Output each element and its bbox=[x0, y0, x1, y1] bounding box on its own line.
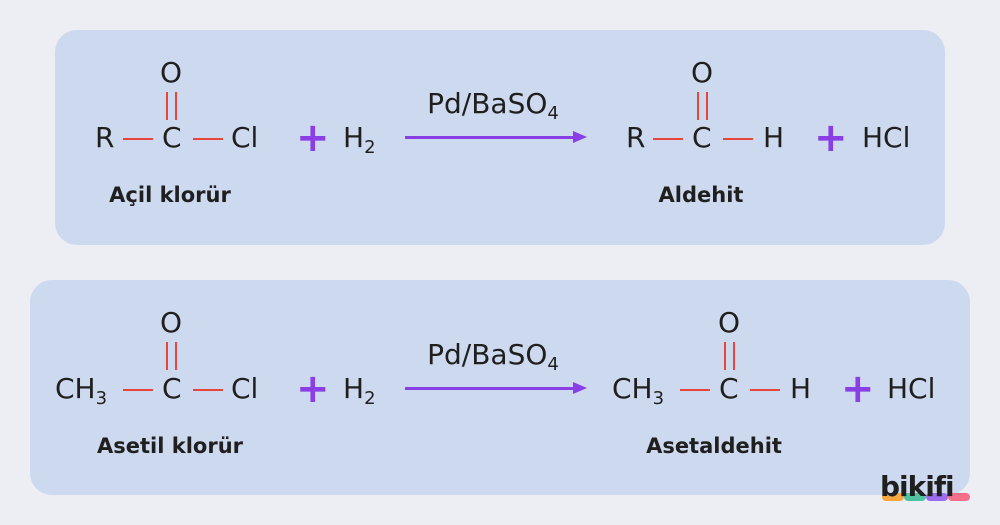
single-bond bbox=[723, 138, 753, 140]
plus-sign: + bbox=[296, 115, 330, 161]
hydrogen-molecule: H2 bbox=[343, 372, 376, 409]
carbon-atom: C bbox=[162, 372, 182, 405]
methyl-group: CH3 bbox=[612, 372, 665, 409]
product-label: Asetaldehit bbox=[646, 434, 782, 458]
arrow-head-icon bbox=[573, 131, 587, 143]
reaction-arrow bbox=[405, 136, 575, 139]
hcl-molecule: HCl bbox=[862, 121, 911, 154]
logo-bar bbox=[882, 493, 904, 501]
carbon-atom: C bbox=[162, 121, 182, 154]
carbon-atom: C bbox=[719, 372, 739, 405]
hydrogen-atom: H bbox=[763, 121, 785, 154]
chlorine-atom: Cl bbox=[231, 372, 259, 405]
double-bond-line bbox=[697, 92, 699, 120]
logo-bar bbox=[948, 493, 970, 501]
single-bond bbox=[750, 389, 780, 391]
double-bond-line bbox=[706, 92, 708, 120]
chlorine-atom: Cl bbox=[231, 121, 259, 154]
oxygen-atom: O bbox=[718, 306, 741, 339]
r-group: R bbox=[626, 121, 646, 154]
oxygen-atom: O bbox=[160, 306, 183, 339]
double-bond-line bbox=[166, 92, 168, 120]
bikifi-logo: bikifi bbox=[880, 470, 955, 503]
oxygen-atom: O bbox=[160, 56, 183, 89]
carbon-atom: C bbox=[692, 121, 712, 154]
double-bond-line bbox=[724, 342, 726, 370]
hcl-molecule: HCl bbox=[887, 372, 936, 405]
plus-sign: + bbox=[841, 366, 875, 412]
logo-bar bbox=[926, 493, 948, 501]
single-bond bbox=[123, 389, 153, 391]
oxygen-atom: O bbox=[691, 56, 714, 89]
plus-sign: + bbox=[814, 115, 848, 161]
logo-bar bbox=[904, 493, 926, 501]
single-bond bbox=[123, 138, 153, 140]
hydrogen-atom: H bbox=[790, 372, 812, 405]
methyl-group: CH3 bbox=[55, 372, 108, 409]
double-bond-line bbox=[166, 342, 168, 370]
reactant-label: Açil klorür bbox=[109, 183, 231, 207]
plus-sign: + bbox=[296, 366, 330, 412]
arrow-head-icon bbox=[573, 382, 587, 394]
single-bond bbox=[653, 138, 683, 140]
catalyst-label: Pd/BaSO4 bbox=[427, 87, 559, 124]
single-bond bbox=[193, 389, 223, 391]
reactant-label: Asetil klorür bbox=[97, 434, 243, 458]
single-bond bbox=[680, 389, 710, 391]
double-bond-line bbox=[733, 342, 735, 370]
reaction-arrow bbox=[405, 387, 575, 390]
double-bond-line bbox=[175, 342, 177, 370]
double-bond-line bbox=[175, 92, 177, 120]
r-group: R bbox=[95, 121, 115, 154]
single-bond bbox=[193, 138, 223, 140]
hydrogen-molecule: H2 bbox=[343, 121, 376, 158]
product-label: Aldehit bbox=[658, 183, 744, 207]
catalyst-label: Pd/BaSO4 bbox=[427, 338, 559, 375]
